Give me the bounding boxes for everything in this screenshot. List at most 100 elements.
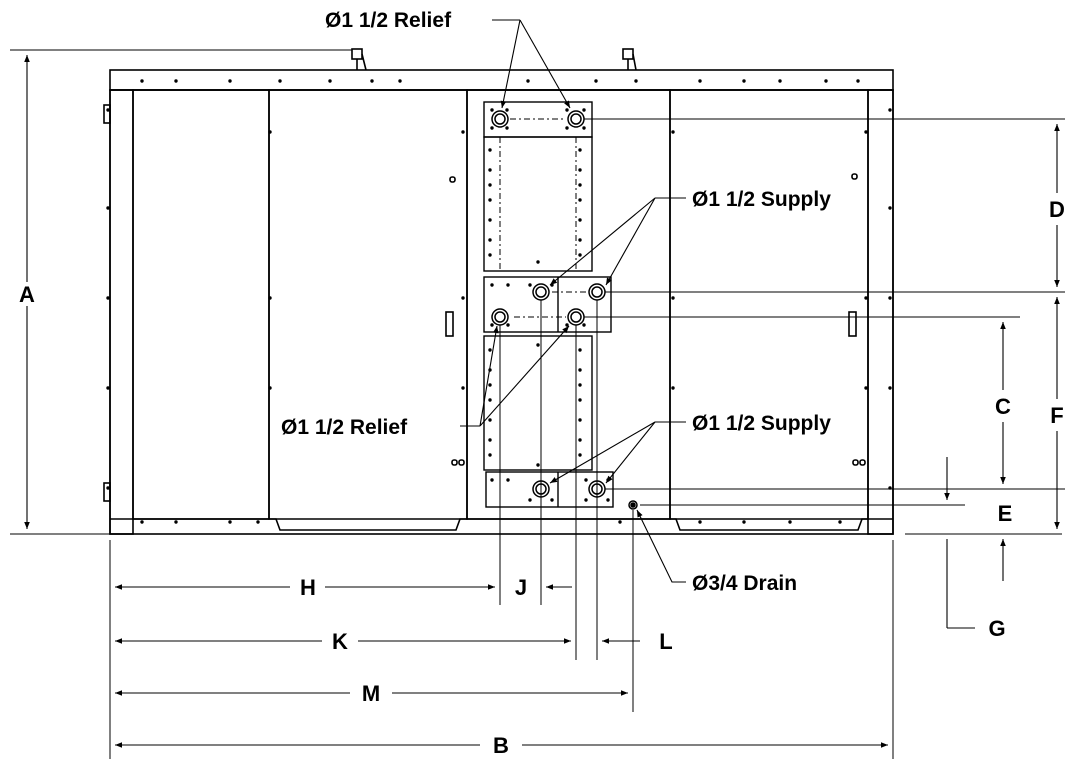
callout-relief-top: Ø1 1/2 Relief (325, 9, 452, 32)
fastener-dot (578, 238, 582, 242)
fastener-dot (618, 520, 622, 524)
dimension-labels: A B C D E F G H J K L M (19, 197, 1065, 758)
fastener-dot (506, 323, 510, 327)
piping-section (483, 101, 614, 508)
fastener-dot (742, 520, 746, 524)
fastener-dot (824, 79, 828, 83)
fastener-dot (578, 418, 582, 422)
fastener-dot (565, 108, 569, 112)
fastener-dot (506, 283, 510, 287)
fastener-dot (536, 463, 540, 467)
dim-label-l: L (659, 629, 672, 654)
fastener-dot (106, 206, 110, 210)
fastener-dot (228, 520, 232, 524)
fastener-dot (578, 148, 582, 152)
fastener-dot (488, 453, 492, 457)
fastener-dot (174, 520, 178, 524)
fastener-dot (278, 79, 282, 83)
dim-label-h: H (300, 575, 316, 600)
fastener-dot (578, 438, 582, 442)
fastener-dot (490, 126, 494, 130)
fastener-dot (864, 386, 868, 390)
fastener-dot (671, 386, 675, 390)
center-section (466, 89, 671, 520)
fastener-dot (578, 398, 582, 402)
fastener-dot (536, 260, 540, 264)
fastener-dot (582, 126, 586, 130)
dim-label-d: D (1049, 197, 1065, 222)
callout-drain: Ø3/4 Drain (692, 572, 797, 595)
dimension-lines (24, 55, 1060, 748)
callout-relief-mid: Ø1 1/2 Relief (281, 416, 408, 439)
fastener-dot (140, 79, 144, 83)
fastener-dot (742, 79, 746, 83)
fastener-dot (578, 253, 582, 257)
fastener-dot (838, 520, 842, 524)
fastener-dot (488, 253, 492, 257)
fastener-dot (490, 478, 494, 482)
fastener-dot (488, 438, 492, 442)
callout-labels: Ø1 1/2 Relief Ø1 1/2 Supply Ø1 1/2 Relie… (281, 9, 831, 595)
drain-connection-icon (628, 500, 638, 510)
fastener-dot (584, 478, 588, 482)
fastener-dot (578, 453, 582, 457)
fastener-dot (488, 383, 492, 387)
fastener-dot (490, 323, 494, 327)
fastener-dot (174, 79, 178, 83)
fastener-dot (578, 168, 582, 172)
pipe-connections (491, 110, 638, 510)
fastener-dot (140, 520, 144, 524)
dim-label-f: F (1050, 403, 1063, 428)
fastener-dot (328, 79, 332, 83)
fastener-dot (461, 130, 465, 134)
fastener-dot (228, 79, 232, 83)
fastener-dot (490, 108, 494, 112)
dim-label-j: J (515, 575, 527, 600)
fastener-dot (578, 383, 582, 387)
fastener-dot (578, 183, 582, 187)
fastener-dot (778, 79, 782, 83)
fastener-dot (106, 108, 110, 112)
fastener-dot (488, 398, 492, 402)
fastener-dot (606, 498, 610, 502)
right-access-panel (669, 89, 869, 531)
lifting-lug-left (351, 48, 367, 71)
fastener-dot (888, 108, 892, 112)
dim-label-a: A (19, 282, 35, 307)
fastener-dot (488, 348, 492, 352)
supply-connection-upper-right-icon (588, 283, 606, 301)
fastener-dot (461, 296, 465, 300)
fastener-dot (256, 520, 260, 524)
fastener-dot (488, 148, 492, 152)
fastener-dot (578, 198, 582, 202)
fastener-dot (856, 79, 860, 83)
dim-label-m: M (362, 681, 380, 706)
cabinet (103, 48, 894, 535)
fastener-dot (698, 520, 702, 524)
fastener-dot (671, 130, 675, 134)
fasteners (106, 79, 892, 524)
fastener-dot (864, 130, 868, 134)
fastener-dot (634, 79, 638, 83)
fastener-dot (505, 126, 509, 130)
fastener-dot (888, 386, 892, 390)
leader-lines (460, 19, 686, 583)
fastener-dot (550, 498, 554, 502)
fastener-dot (268, 296, 272, 300)
left-panel-handle (445, 311, 454, 337)
fastener-dot (888, 296, 892, 300)
fastener-dot (488, 418, 492, 422)
fastener-dot (578, 368, 582, 372)
dim-label-e: E (998, 501, 1013, 526)
fastener-dot (505, 108, 509, 112)
fastener-dot (106, 486, 110, 490)
fastener-dot (565, 323, 569, 327)
fastener-dot (578, 218, 582, 222)
fastener-dot (594, 79, 598, 83)
fastener-dot (488, 168, 492, 172)
fastener-dot (671, 296, 675, 300)
fastener-dot (488, 198, 492, 202)
fastener-dot (398, 79, 402, 83)
fastener-dot (106, 386, 110, 390)
fastener-dot (488, 238, 492, 242)
